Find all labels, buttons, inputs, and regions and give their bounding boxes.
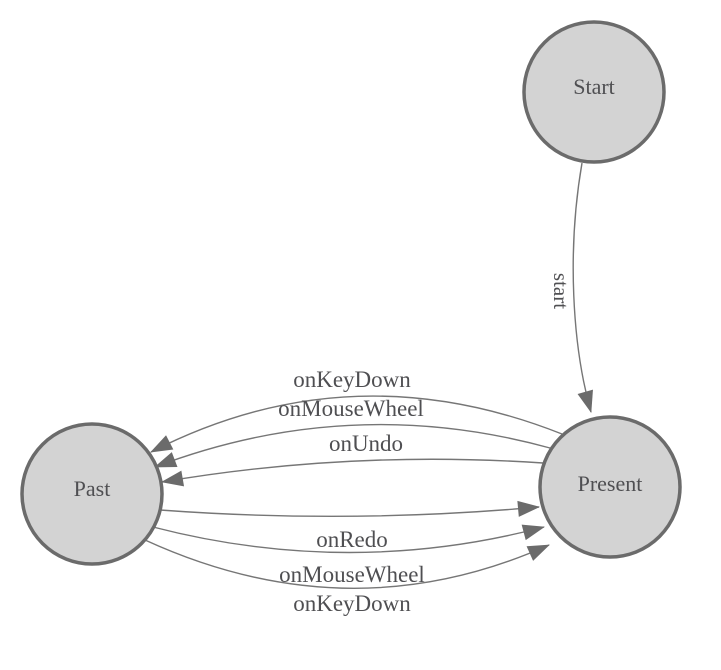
edge-past-to-present-onmousewheel: onMouseWheel [152, 524, 545, 587]
node-circle-start [522, 20, 666, 164]
edge-label-onkeydown-top: onKeyDown [293, 367, 411, 392]
edge-label-start: start [549, 273, 573, 309]
edge-line-onmousewheel-to-present [152, 524, 545, 554]
edge-line-onundo-to-past [161, 458, 544, 487]
edge-present-to-past-onmousewheel: onMouseWheel [154, 396, 551, 468]
node-label-past: Past [74, 476, 111, 501]
node-label-present: Present [578, 471, 643, 496]
node-past: Past [20, 422, 164, 566]
edge-start-to-present: start [549, 162, 593, 413]
edge-line-onkeydown-to-past [150, 395, 563, 453]
edge-line-onmousewheel-to-past [154, 423, 551, 468]
edge-line-start-to-present [572, 162, 593, 413]
node-present: Present [538, 415, 682, 559]
edge-label-onkeydown-bottom: onKeyDown [293, 591, 411, 616]
edge-line-onredo-to-present [159, 500, 540, 518]
node-start: Start [522, 20, 666, 164]
edge-label-onmousewheel-top: onMouseWheel [278, 396, 424, 421]
node-label-start: Start [573, 74, 615, 99]
edge-label-onredo: onRedo [316, 527, 388, 552]
edge-label-onmousewheel-bottom: onMouseWheel [279, 562, 425, 587]
node-circle-present [538, 415, 682, 559]
edge-past-to-present-onredo: onRedo [159, 500, 540, 552]
edge-present-to-past-onkeydown: onKeyDown [150, 367, 563, 453]
edge-past-to-present-onkeydown: onKeyDown [144, 539, 550, 616]
edge-label-onundo: onUndo [329, 431, 403, 456]
edge-line-onkeydown-to-present [144, 539, 550, 589]
node-circle-past [20, 422, 164, 566]
edge-present-to-past-onundo: onUndo [161, 431, 544, 487]
